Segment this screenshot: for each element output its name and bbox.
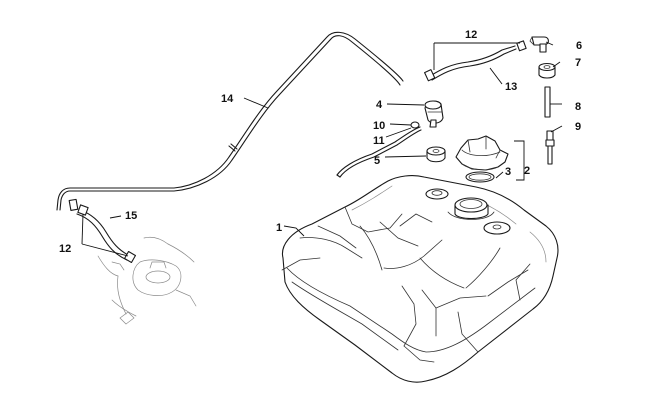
o-ring <box>465 171 495 183</box>
callout-1: 1 <box>276 222 282 234</box>
lower-hose <box>76 209 131 261</box>
callout-7: 7 <box>575 57 581 69</box>
callout-12-lower: 12 <box>59 243 71 255</box>
fuel-line <box>56 31 404 211</box>
filler-cap <box>455 135 509 171</box>
callout-6: 6 <box>576 40 582 52</box>
fuel-tank <box>281 175 559 383</box>
elbow-fitting <box>529 36 549 53</box>
callout-12-upper: 12 <box>465 29 477 41</box>
callout-3: 3 <box>505 166 511 178</box>
callout-4: 4 <box>376 99 383 111</box>
leader-lines <box>81 41 563 257</box>
hose-clamp-upper-left <box>424 69 436 82</box>
callout-labels: 1 2 3 4 5 6 7 8 9 10 11 12 12 13 14 15 <box>59 29 582 255</box>
vent-hose <box>336 126 422 178</box>
hose-clamp <box>410 121 420 129</box>
line-end-fitting <box>68 198 79 211</box>
callout-10: 10 <box>373 120 385 132</box>
callout-15: 15 <box>125 210 137 222</box>
bushing <box>538 62 556 79</box>
fuel-pump-phantom <box>97 236 197 325</box>
upper-hose <box>429 45 517 81</box>
fuel-pickup <box>545 130 555 165</box>
callout-9: 9 <box>575 121 581 133</box>
grommet <box>426 146 446 163</box>
callout-13: 13 <box>505 81 517 93</box>
callout-11: 11 <box>373 135 385 147</box>
callout-14: 14 <box>221 93 234 105</box>
hose-clamp-lower-left <box>77 204 89 216</box>
callout-5: 5 <box>374 155 380 167</box>
vent-valve <box>424 100 444 128</box>
hose-clamp-lower-right <box>123 250 137 264</box>
hose-clamp-upper-right <box>516 40 527 52</box>
tube <box>544 86 551 118</box>
callout-8: 8 <box>575 101 581 113</box>
callout-2: 2 <box>524 165 530 177</box>
